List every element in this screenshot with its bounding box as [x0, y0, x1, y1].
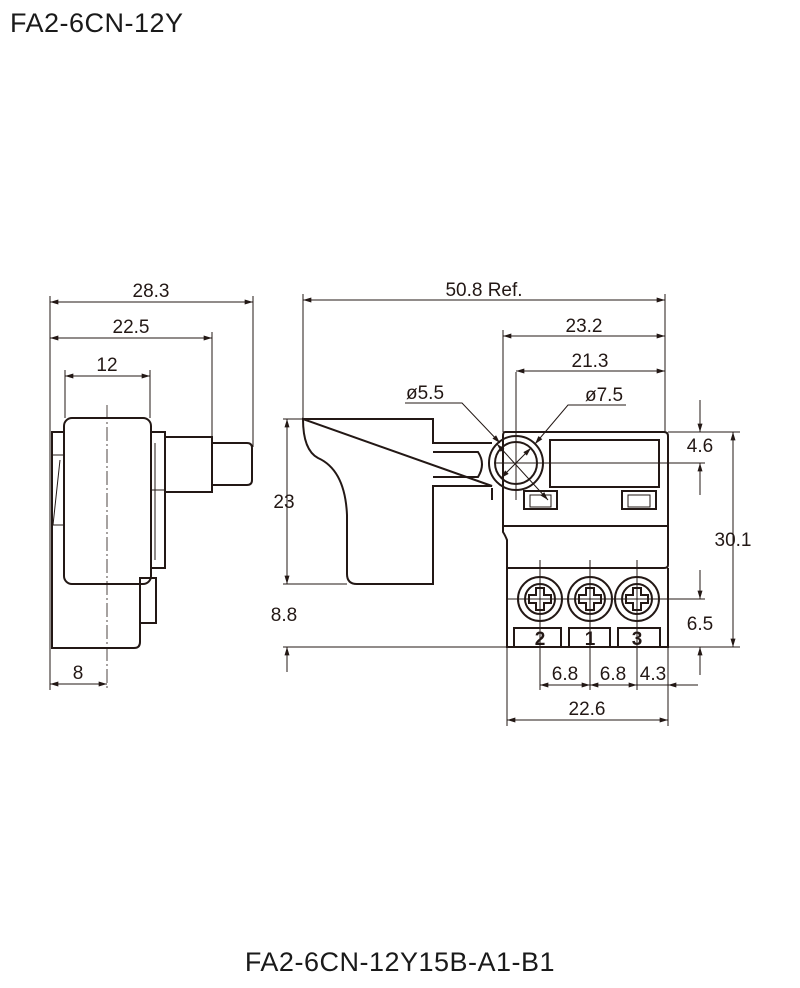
dim-terminal-pitch-1: 6.8: [552, 664, 578, 685]
terminal-screws: [507, 576, 705, 622]
dim-trigger-width: 12: [96, 355, 117, 376]
dim-body-height: 30.1: [715, 530, 752, 551]
dim-terminal-height: 6.5: [687, 614, 713, 635]
drawing-title: FA2-6CN-12Y: [10, 8, 184, 38]
side-view: 28.3 22.5 12 8: [49, 281, 254, 690]
shaft: [164, 436, 213, 493]
dim-pivot-to-end: 21.3: [572, 351, 609, 372]
dim-body-length: 23.2: [566, 316, 603, 337]
dim-terminal-edge: 4.3: [640, 664, 666, 685]
dim-lower-body-length: 22.6: [569, 699, 606, 720]
dim-pivot-height: 4.6: [687, 436, 713, 457]
trigger: [301, 417, 493, 585]
dim-trigger-bottom-offset: 8.8: [271, 605, 297, 626]
trigger-rod: [433, 451, 483, 478]
slot-left: [523, 490, 558, 510]
dim-overall-width: 28.3: [133, 281, 170, 302]
trigger-body: [63, 417, 152, 585]
dim-overall-length: 50.8 Ref.: [445, 280, 522, 301]
dim-back-offset: 8: [73, 663, 84, 684]
slot-right: [621, 490, 657, 510]
dim-body-width: 22.5: [113, 317, 150, 338]
back-plate: [51, 431, 141, 649]
front-view: 2 1 3: [271, 280, 752, 726]
dim-trigger-height: 23: [273, 492, 294, 513]
flange: [151, 431, 166, 569]
plunger: [212, 442, 253, 486]
part-number: FA2-6CN-12Y15B-A1-B1: [244, 947, 556, 977]
dim-pivot-outer-dia: ø7.5: [585, 385, 623, 406]
dim-pivot-inner-dia: ø5.5: [406, 383, 444, 404]
switch-body: [502, 431, 669, 569]
dim-terminal-pitch-2: 6.8: [600, 664, 626, 685]
bottom-tab: [139, 577, 157, 624]
